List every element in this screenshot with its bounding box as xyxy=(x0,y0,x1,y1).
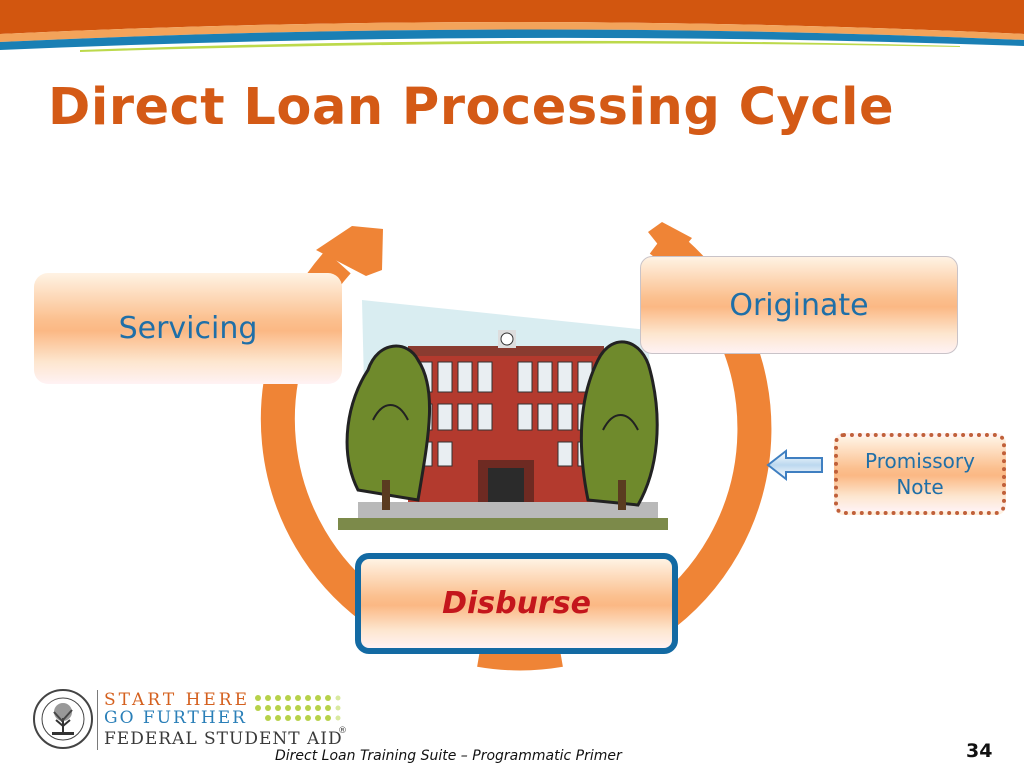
promissory-note-label-line-1: Promissory xyxy=(865,449,975,473)
school-building-icon xyxy=(338,300,668,530)
logo-registered-mark: ® xyxy=(338,726,347,736)
stage-box-originate: Originate xyxy=(640,256,958,354)
department-of-education-seal-icon xyxy=(33,689,93,749)
promissory-note-label-line-2: Note xyxy=(896,475,944,499)
logo-text-go-further: GO FURTHER xyxy=(104,708,247,728)
left-arrow-icon xyxy=(766,448,823,482)
stage-label-originate: Originate xyxy=(729,287,869,323)
header-band xyxy=(0,0,1024,52)
arrow-head-left-icon xyxy=(316,226,383,276)
stage-label-disburse: Disburse xyxy=(442,586,591,621)
logo-text-start-here: START HERE xyxy=(104,690,251,710)
page-number: 34 xyxy=(966,740,993,762)
slide-title: Direct Loan Processing Cycle xyxy=(48,78,895,137)
stage-box-disburse: Disburse xyxy=(355,553,678,654)
stage-box-servicing: Servicing xyxy=(34,273,342,384)
promissory-note-box: Promissory Note xyxy=(834,433,1006,515)
logo-dots-icon xyxy=(255,695,341,721)
footer-text: Direct Loan Training Suite – Programmati… xyxy=(275,748,622,764)
stage-label-servicing: Servicing xyxy=(118,311,258,346)
logo-divider xyxy=(97,690,98,750)
logo-text-federal-student-aid: FEDERAL STUDENT AID xyxy=(104,729,343,749)
